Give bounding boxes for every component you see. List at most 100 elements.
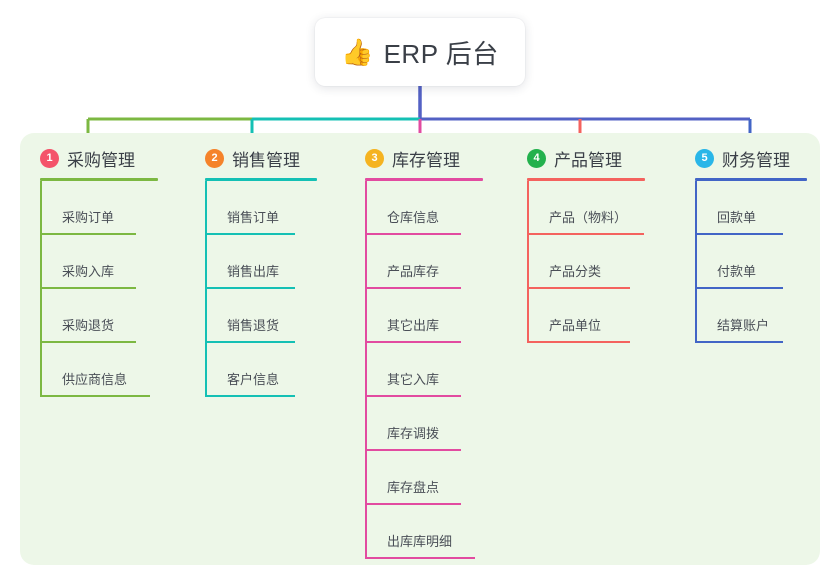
branch-item[interactable]: 付款单 (695, 235, 807, 289)
branch-item-underline (365, 341, 461, 343)
branch-item-label: 销售出库 (227, 264, 280, 279)
branch-item[interactable]: 采购入库 (40, 235, 158, 289)
column-header-3[interactable]: 3 库存管理 (365, 145, 483, 171)
column-title: 产品管理 (554, 150, 622, 170)
column-title: 采购管理 (67, 150, 135, 170)
branch-item-label: 出库库明细 (387, 534, 453, 549)
column-number-badge: 3 (365, 148, 384, 168)
column-title: 财务管理 (722, 150, 790, 170)
column-number-badge: 4 (527, 148, 546, 168)
column-spine (527, 181, 529, 343)
branch-item[interactable]: 产品（物料） (527, 181, 645, 235)
branch-item[interactable]: 出库库明细 (365, 505, 483, 559)
branch-item-label: 付款单 (717, 264, 757, 279)
branch-item-underline (695, 233, 783, 235)
branch-item[interactable]: 销售订单 (205, 181, 317, 235)
branch-item[interactable]: 库存盘点 (365, 451, 483, 505)
column-header-5[interactable]: 5 财务管理 (695, 145, 807, 171)
branch-column-5: 5 财务管理回款单付款单结算账户 (695, 145, 807, 343)
thumbs-up-icon: 👍 (341, 37, 374, 67)
branch-item-label: 采购入库 (62, 264, 115, 279)
root-node[interactable]: 👍 ERP 后台 (315, 18, 525, 86)
column-header-1[interactable]: 1 采购管理 (40, 145, 158, 171)
column-items: 销售订单销售出库销售退货客户信息 (205, 181, 317, 397)
column-items: 回款单付款单结算账户 (695, 181, 807, 343)
column-title: 销售管理 (232, 150, 300, 170)
branch-item-underline (527, 287, 630, 289)
column-header-underline (527, 178, 645, 181)
branch-item-label: 其它入库 (387, 372, 440, 387)
branch-item-label: 采购退货 (62, 318, 115, 333)
branch-item-label: 采购订单 (62, 210, 115, 225)
column-header-2[interactable]: 2 销售管理 (205, 145, 317, 171)
column-spine (695, 181, 697, 343)
column-header-4[interactable]: 4 产品管理 (527, 145, 645, 171)
branch-item-label: 客户信息 (227, 372, 280, 387)
branch-item-underline (365, 287, 461, 289)
branch-item[interactable]: 回款单 (695, 181, 807, 235)
branch-item[interactable]: 仓库信息 (365, 181, 483, 235)
column-items: 采购订单采购入库采购退货供应商信息 (40, 181, 158, 397)
column-title: 库存管理 (392, 150, 460, 170)
branch-item-label: 库存调拨 (387, 426, 440, 441)
branch-item-underline (365, 503, 461, 505)
branch-item-label: 结算账户 (717, 318, 770, 333)
branch-column-4: 4 产品管理产品（物料） 产品分类产品单位 (527, 145, 645, 343)
root-node-title: ERP 后台 (383, 38, 499, 69)
branch-item[interactable]: 采购订单 (40, 181, 158, 235)
branch-item[interactable]: 其它出库 (365, 289, 483, 343)
column-header-underline (365, 178, 483, 181)
column-number-badge: 2 (205, 148, 224, 168)
branch-item-label: 产品（物料） (549, 210, 628, 225)
branch-item[interactable]: 产品单位 (527, 289, 645, 343)
branch-item[interactable]: 客户信息 (205, 343, 317, 397)
column-header-underline (40, 178, 158, 181)
branch-item-underline (365, 395, 461, 397)
branch-column-2: 2 销售管理销售订单销售出库销售退货客户信息 (205, 145, 317, 397)
branch-item-label: 销售订单 (227, 210, 280, 225)
branch-item-underline (205, 287, 295, 289)
branch-item-underline (40, 287, 136, 289)
column-items: 仓库信息产品库存其它出库其它入库库存调拨库存盘点出库库明细 (365, 181, 483, 559)
column-spine (40, 181, 42, 397)
branch-item[interactable]: 销售出库 (205, 235, 317, 289)
branch-item-underline (365, 449, 461, 451)
branch-item-label: 其它出库 (387, 318, 440, 333)
branch-item-label: 库存盘点 (387, 480, 440, 495)
branch-item[interactable]: 采购退货 (40, 289, 158, 343)
branch-item[interactable]: 供应商信息 (40, 343, 158, 397)
branch-item-label: 仓库信息 (387, 210, 440, 225)
branch-item[interactable]: 产品分类 (527, 235, 645, 289)
branch-item-underline (695, 341, 783, 343)
branch-item[interactable]: 销售退货 (205, 289, 317, 343)
branch-item-underline (527, 233, 644, 235)
branch-item-underline (40, 341, 136, 343)
branch-item-underline (695, 287, 783, 289)
column-number-badge: 1 (40, 148, 59, 168)
branch-item-underline (205, 395, 295, 397)
branch-item-underline (205, 341, 295, 343)
column-spine (365, 181, 367, 559)
branch-item-underline (365, 233, 461, 235)
branch-item-underline (527, 341, 630, 343)
branch-item-underline (205, 233, 295, 235)
branches-panel (20, 133, 820, 565)
column-header-underline (205, 178, 317, 181)
branch-item[interactable]: 其它入库 (365, 343, 483, 397)
branch-item-underline (365, 557, 475, 559)
branch-column-1: 1 采购管理采购订单采购入库采购退货供应商信息 (40, 145, 158, 397)
branch-item-underline (40, 395, 150, 397)
branch-item[interactable]: 库存调拨 (365, 397, 483, 451)
branch-item-label: 产品分类 (549, 264, 602, 279)
branch-item-label: 销售退货 (227, 318, 280, 333)
branch-item-underline (40, 233, 136, 235)
branch-item[interactable]: 结算账户 (695, 289, 807, 343)
column-header-underline (695, 178, 807, 181)
column-spine (205, 181, 207, 397)
column-number-badge: 5 (695, 148, 714, 168)
branch-item[interactable]: 产品库存 (365, 235, 483, 289)
column-items: 产品（物料） 产品分类产品单位 (527, 181, 645, 343)
root-node-content: 👍 ERP 后台 (341, 34, 499, 71)
branch-column-3: 3 库存管理仓库信息产品库存其它出库其它入库库存调拨库存盘点出库库明细 (365, 145, 483, 559)
